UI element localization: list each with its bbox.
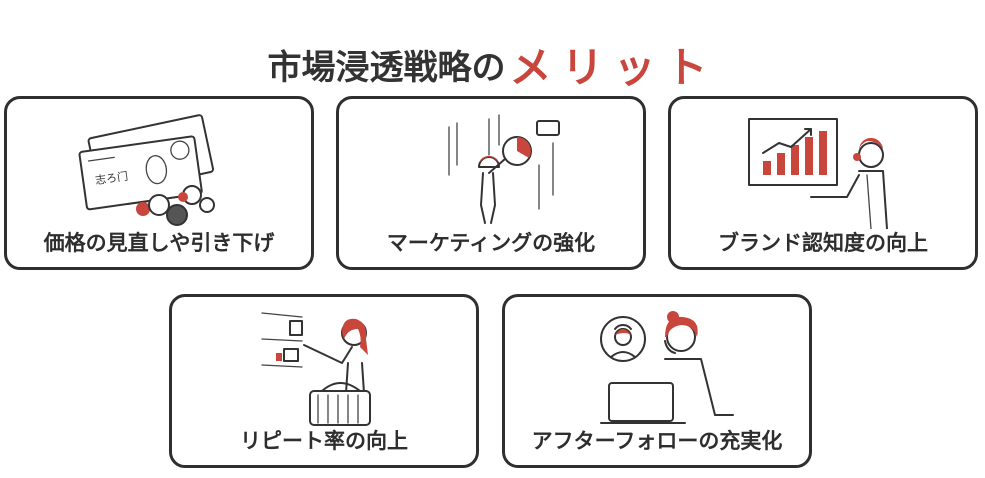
shopper-basket-icon: [261, 312, 371, 426]
benefit-card-repeat: リピート率の向上: [169, 294, 479, 468]
page-title: 市場浸透戦略のメリット: [0, 34, 985, 95]
card-label: アフターフォローの充実化: [531, 429, 783, 453]
card-label: 価格の見直しや引き下げ: [43, 231, 275, 255]
title-main: 市場浸透戦略の: [267, 48, 506, 88]
card-label: マーケティングの強化: [386, 231, 596, 255]
card-label: ブランド認知度の向上: [718, 231, 928, 255]
benefit-card-aftercare: アフターフォローの充実化: [502, 294, 812, 468]
svg-text:志ろ门: 志ろ门: [94, 169, 129, 187]
title-accent: メリット: [509, 43, 718, 92]
support-laptop-icon: [600, 311, 734, 424]
banknotes-coins-icon: 志ろ门: [78, 114, 215, 226]
analyst-charts-icon: [448, 114, 560, 224]
benefit-card-price: 志ろ门 価格の見直しや引き下げ: [4, 96, 314, 270]
benefit-card-marketing: マーケティングの強化: [336, 96, 646, 270]
benefit-card-brand: ブランド認知度の向上: [668, 96, 978, 270]
card-label: リピート率の向上: [240, 429, 408, 453]
presenter-bar-chart-icon: [748, 118, 888, 229]
